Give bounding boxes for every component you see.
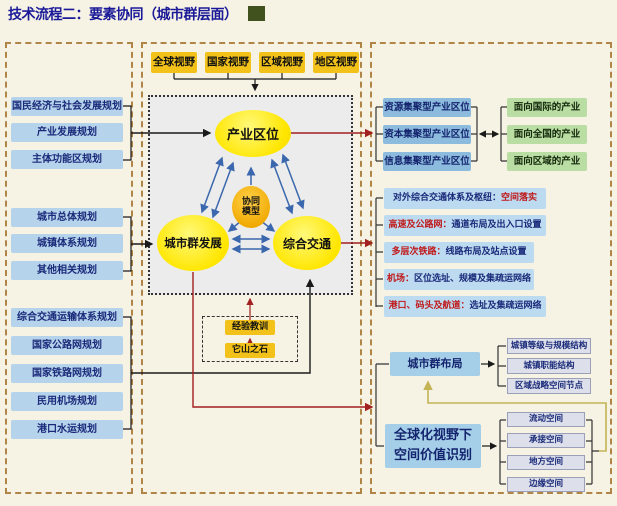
industry-orientation-national: 面向全国的产业	[507, 125, 587, 144]
outcome-value: 空间落实	[501, 193, 538, 203]
node-comprehensive-transport: 综合交通	[273, 216, 341, 270]
plan-city-master: 城市总体规划	[11, 208, 123, 227]
node-industry-location: 产业区位	[215, 110, 291, 157]
transport-outcome-port: 港口、码头及航道：选址及集疏运网络	[384, 296, 546, 317]
plan-national-economy: 国民经济与社会发展规划	[11, 97, 123, 116]
outcome-value: 区位选址、规模及集疏运网络	[414, 274, 532, 284]
outcome-value: 线路布局及站点设置	[445, 247, 527, 257]
node-city-cluster-development: 城市群发展	[157, 215, 229, 271]
transport-outcome-airport: 机场：区位选址、规模及集疏运网络	[384, 269, 534, 290]
industry-type-resource: 资源集聚型产业区位	[383, 98, 471, 117]
left-plans-panel	[5, 42, 133, 494]
industry-type-information: 信息集聚型产业区位	[383, 152, 471, 171]
space-type-edge: 边缘空间	[507, 477, 585, 492]
plan-industry-development: 产业发展规划	[11, 123, 123, 142]
plan-national-railway: 国家铁路网规划	[11, 364, 123, 383]
model-label-line2: 模型	[241, 207, 260, 217]
outcome-value: 选址及集疏运网络	[469, 301, 542, 311]
outcome-value: 通道布局及出入口设置	[451, 220, 542, 230]
plan-comprehensive-transport: 综合交通运输体系规划	[11, 308, 123, 327]
perspective-national: 国家视野	[205, 52, 251, 73]
city-cluster-layout-box: 城市群布局	[390, 352, 480, 376]
right-outputs-panel	[370, 42, 612, 494]
outcome-label: 港口、码头及航道：	[388, 301, 470, 311]
space-type-flow: 流动空间	[507, 412, 585, 427]
plan-civil-airport: 民用机场规划	[11, 392, 123, 411]
outcome-label: 机场：	[386, 274, 414, 284]
plan-other-related: 其他相关规划	[11, 261, 123, 280]
space-type-undertaking: 承接空间	[507, 433, 585, 448]
plan-town-system: 城镇体系规划	[11, 234, 123, 253]
industry-orientation-regional: 面向区域的产业	[507, 152, 587, 171]
layout-outcome-strategic-nodes: 区域战略空间节点	[507, 378, 591, 394]
space-type-local: 地方空间	[507, 455, 585, 470]
industry-orientation-international: 面向国际的产业	[507, 98, 587, 117]
perspective-regional: 区域视野	[259, 52, 305, 73]
layout-outcome-hierarchy: 城镇等级与规模结构	[507, 338, 591, 354]
plan-main-function-zone: 主体功能区规划	[11, 150, 123, 169]
outcome-label: 高速及公路网：	[388, 220, 452, 230]
node-coordination-model: 协同 模型	[232, 186, 270, 228]
layout-outcome-function: 城镇职能结构	[507, 358, 591, 374]
transport-outcome-highway: 高速及公路网：通道布局及出入口设置	[384, 215, 546, 236]
industry-type-capital: 资本集聚型产业区位	[383, 125, 471, 144]
plan-port-waterway: 港口水运规划	[11, 420, 123, 439]
model-label-line1: 协同	[241, 196, 260, 207]
transport-outcome-railway: 多层次铁路：线路布局及站点设置	[384, 242, 534, 263]
center-model-panel	[141, 42, 362, 494]
title-green-block	[248, 6, 265, 21]
perspective-global: 全球视野	[151, 52, 197, 73]
reference-lessons: 经验教训	[225, 320, 275, 335]
spatial-value-identification-box: 全球化视野下 空间价值识别	[385, 424, 481, 468]
transport-outcome-external-hub: 对外综合交通体系及枢纽：空间落实	[384, 188, 546, 209]
reference-other-mountains-stone: 它山之石	[225, 343, 275, 358]
value-box-line1: 全球化视野下	[393, 428, 472, 443]
outcome-label: 对外综合交通体系及枢纽：	[392, 193, 501, 203]
page-title: 技术流程二：要素协同（城市群层面）	[8, 7, 238, 23]
perspective-local: 地区视野	[313, 52, 359, 73]
value-box-line2: 空间价值识别	[393, 448, 472, 464]
outcome-label: 多层次铁路：	[391, 247, 446, 257]
plan-national-highway: 国家公路网规划	[11, 336, 123, 355]
